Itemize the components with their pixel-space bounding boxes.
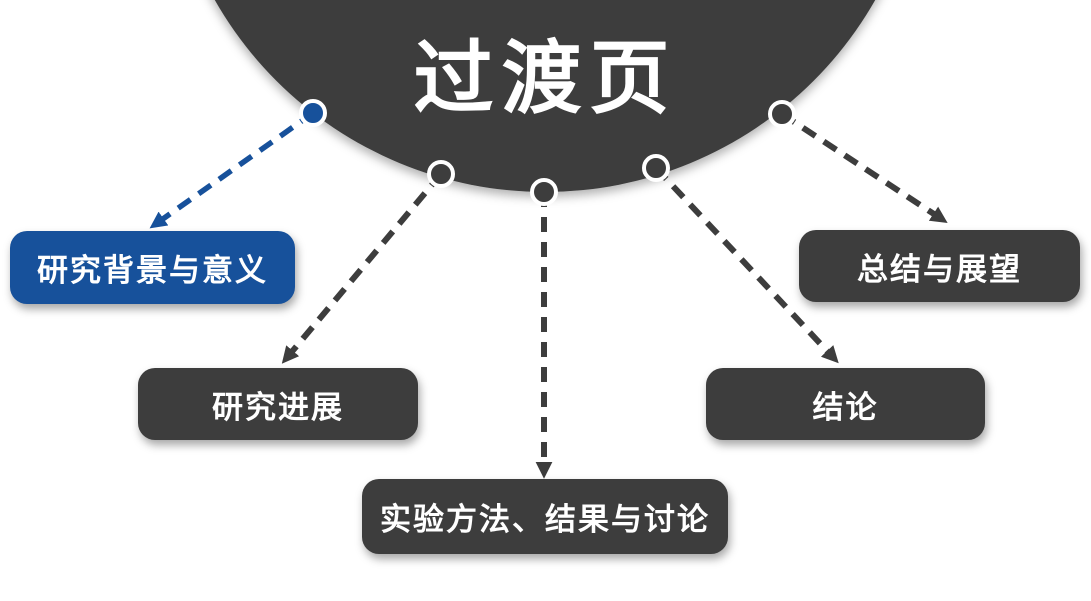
section-label: 研究进展 (212, 389, 344, 425)
section-box-summary[interactable]: 总结与展望 (799, 230, 1080, 302)
section-label: 结论 (812, 389, 879, 425)
section-box-research-background[interactable]: 研究背景与意义 (10, 231, 295, 304)
anchor-dot-experiment (530, 178, 558, 206)
section-label: 实验方法、结果与讨论 (380, 502, 710, 537)
connector-summary (780, 111, 948, 224)
header-semicircle (214, 0, 876, 192)
section-label: 总结与展望 (857, 251, 1022, 287)
anchor-dot-conclusion (642, 154, 670, 182)
section-label: 研究背景与意义 (37, 253, 268, 288)
connector-research-progress (281, 172, 444, 364)
slide-title: 过渡页 (413, 34, 678, 123)
connector-research-background (149, 110, 315, 229)
anchor-dot-summary (768, 100, 796, 128)
anchor-dot-research-background (299, 99, 327, 127)
connector-conclusion (653, 165, 839, 364)
section-box-experiment[interactable]: 实验方法、结果与讨论 (362, 479, 728, 554)
section-box-conclusion[interactable]: 结论 (706, 368, 985, 440)
section-box-research-progress[interactable]: 研究进展 (138, 368, 418, 440)
anchor-dot-research-progress (427, 160, 455, 188)
